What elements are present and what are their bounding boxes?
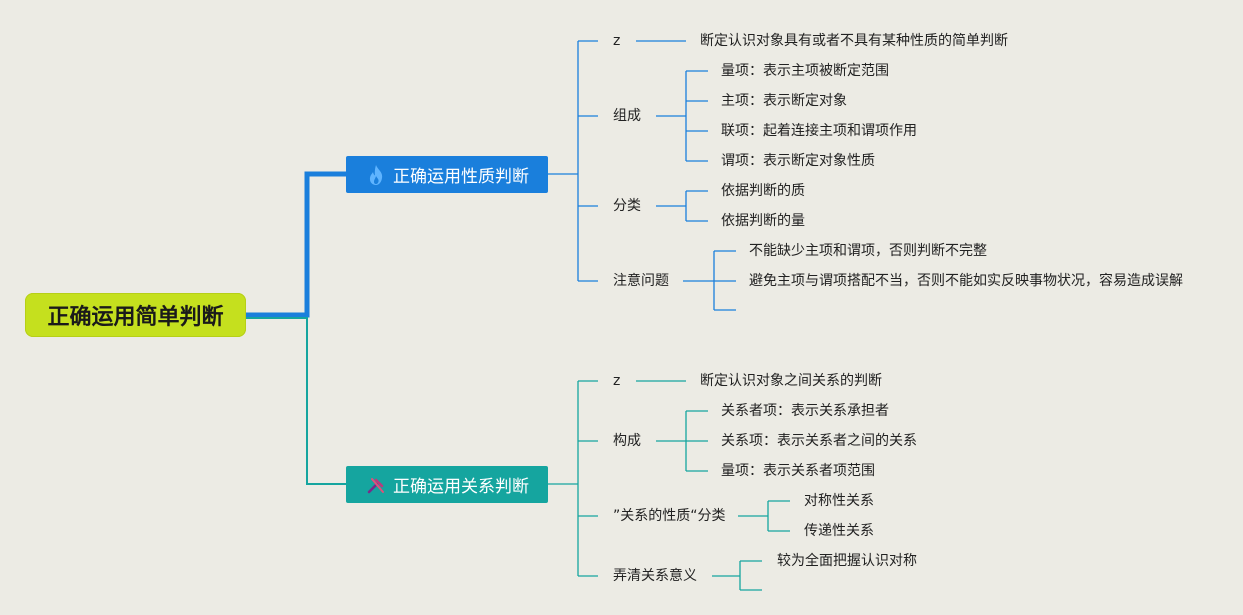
classification-label[interactable]: 分类 [613, 198, 641, 214]
branch2-label: 正确运用关系判断 [393, 477, 529, 497]
structure-item[interactable]: 关系项：表示关系者之间的关系 [721, 433, 917, 449]
structure-label[interactable]: 构成 [613, 433, 641, 449]
nature-label[interactable]: ”关系的性质“分类 [613, 508, 726, 524]
branch1-def-key[interactable]: z [613, 33, 621, 49]
notes-label[interactable]: 注意问题 [613, 273, 669, 289]
nature-item[interactable]: 传递性关系 [804, 523, 874, 539]
composition-item[interactable]: 谓项：表示断定对象性质 [721, 153, 875, 169]
meaning-item[interactable]: 较为全面把握认识对称 [777, 553, 917, 569]
structure-item[interactable]: 关系者项：表示关系承担者 [721, 403, 889, 419]
classification-bracket [656, 190, 708, 222]
composition-bracket [656, 70, 708, 162]
composition-item[interactable]: 量项：表示主项被断定范围 [721, 63, 889, 79]
flame-icon [365, 164, 387, 186]
composition-label[interactable]: 组成 [613, 108, 641, 124]
composition-item[interactable]: 主项：表示断定对象 [721, 93, 847, 109]
tools-icon [365, 474, 387, 496]
branch2-bracket [548, 380, 598, 577]
nature-item[interactable]: 对称性关系 [804, 493, 874, 509]
classification-item[interactable]: 依据判断的质 [721, 183, 805, 199]
branch2-def-key[interactable]: z [613, 373, 621, 389]
notes-bracket [683, 250, 736, 311]
branch1-label: 正确运用性质判断 [393, 167, 529, 187]
classification-item[interactable]: 依据判断的量 [721, 213, 805, 229]
branch-property-judgment[interactable]: 正确运用性质判断 [346, 156, 548, 193]
branch2-def-value[interactable]: 断定认识对象之间关系的判断 [700, 373, 882, 389]
branch1-bracket [548, 40, 598, 282]
structure-item[interactable]: 量项：表示关系者项范围 [721, 463, 875, 479]
root-topic[interactable]: 正确运用简单判断 [25, 293, 246, 337]
structure-bracket [656, 410, 708, 472]
composition-item[interactable]: 联项：起着连接主项和谓项作用 [721, 123, 917, 139]
branch1-def-value[interactable]: 断定认识对象具有或者不具有某种性质的简单判断 [700, 33, 1008, 49]
root-to-branch2-connector [246, 317, 346, 485]
meaning-bracket [712, 560, 762, 591]
branch-relation-judgment[interactable]: 正确运用关系判断 [346, 466, 548, 503]
root-label: 正确运用简单判断 [47, 305, 224, 330]
notes-item[interactable]: 不能缺少主项和谓项，否则判断不完整 [749, 243, 987, 259]
meaning-label[interactable]: 弄清关系意义 [613, 568, 697, 584]
notes-item[interactable]: 避免主项与谓项搭配不当，否则不能如实反映事物状况，容易造成误解 [749, 273, 1183, 289]
root-to-branch1-connector [246, 171, 346, 318]
nature-bracket [738, 500, 790, 532]
